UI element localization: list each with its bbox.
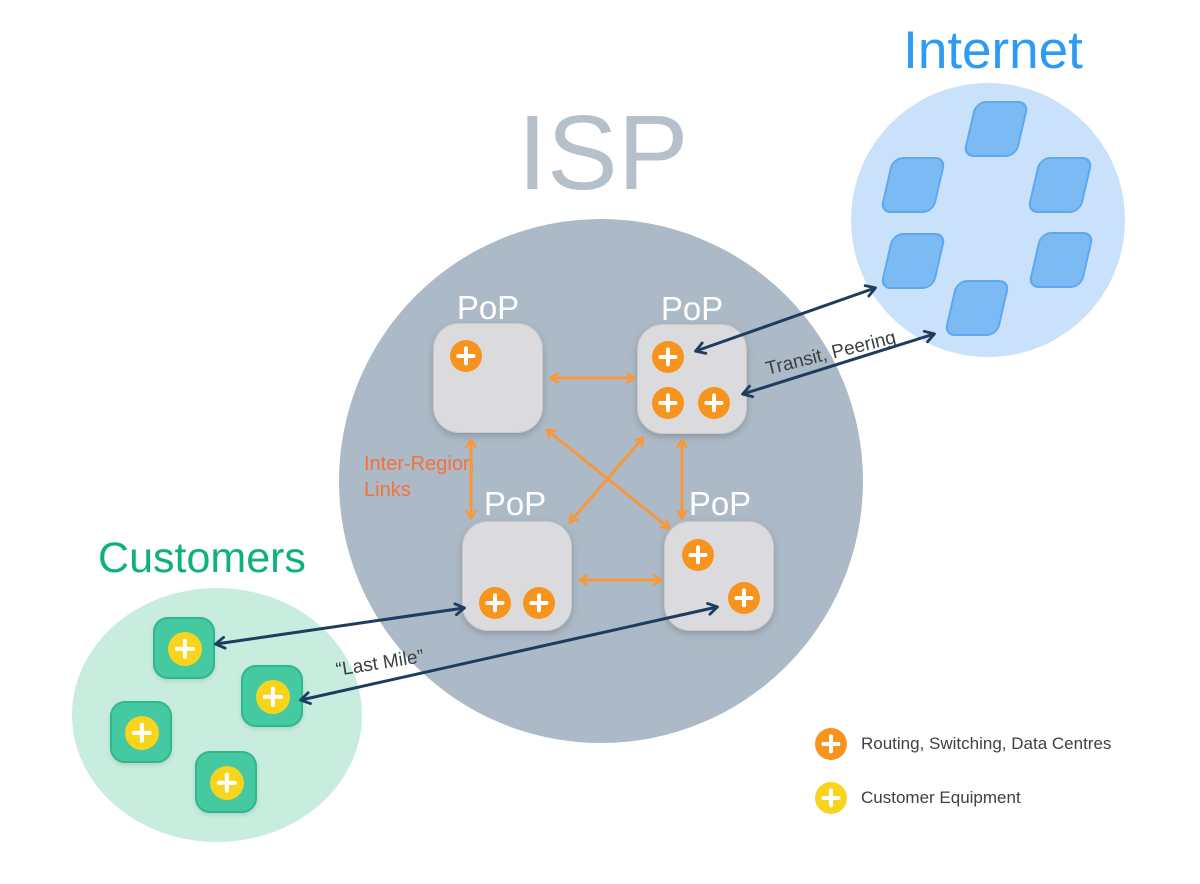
pop-label-top-right: PoP [660,290,724,327]
pop-box-top-left [433,323,543,433]
legend-item-customer-equipment: Customer Equipment [815,782,1021,814]
pop-label-bottom-left: PoP [483,485,547,522]
customers-title: Customers [98,534,306,582]
routing-node-icon [450,340,482,372]
inter-region-links-label-line1: Inter-Region [364,453,475,475]
inter-region-links-label-line2: Links [364,479,411,501]
routing-node-icon [523,587,555,619]
customer-premises-box [110,701,172,763]
routing-node-icon [652,387,684,419]
legend-label-customer-equipment: Customer Equipment [861,788,1021,807]
isp-title: ISP [517,94,689,212]
customer-equipment-icon [815,782,847,814]
pop-label-bottom-right: PoP [688,485,752,522]
customer-premises-box [241,665,303,727]
customer-equipment-icon [168,632,202,666]
legend-item-routing: Routing, Switching, Data Centres [815,728,1111,760]
routing-node-icon [698,387,730,419]
customer-premises-box [153,617,215,679]
customer-equipment-icon [256,680,290,714]
routing-node-icon [815,728,847,760]
pop-box-top-right [637,324,747,434]
customer-premises-box [195,751,257,813]
pop-box-bottom-left [462,521,572,631]
routing-node-icon [728,582,760,614]
internet-title: Internet [903,21,1083,80]
inter-region-links-label: Inter-Region Links [364,451,494,503]
routing-node-icon [682,539,714,571]
customer-equipment-icon [210,766,244,800]
routing-node-icon [652,341,684,373]
legend-label-routing: Routing, Switching, Data Centres [861,734,1112,753]
customer-equipment-icon [125,716,159,750]
routing-node-icon [479,587,511,619]
pop-box-bottom-right [664,521,774,631]
pop-label-top-left: PoP [456,289,520,326]
